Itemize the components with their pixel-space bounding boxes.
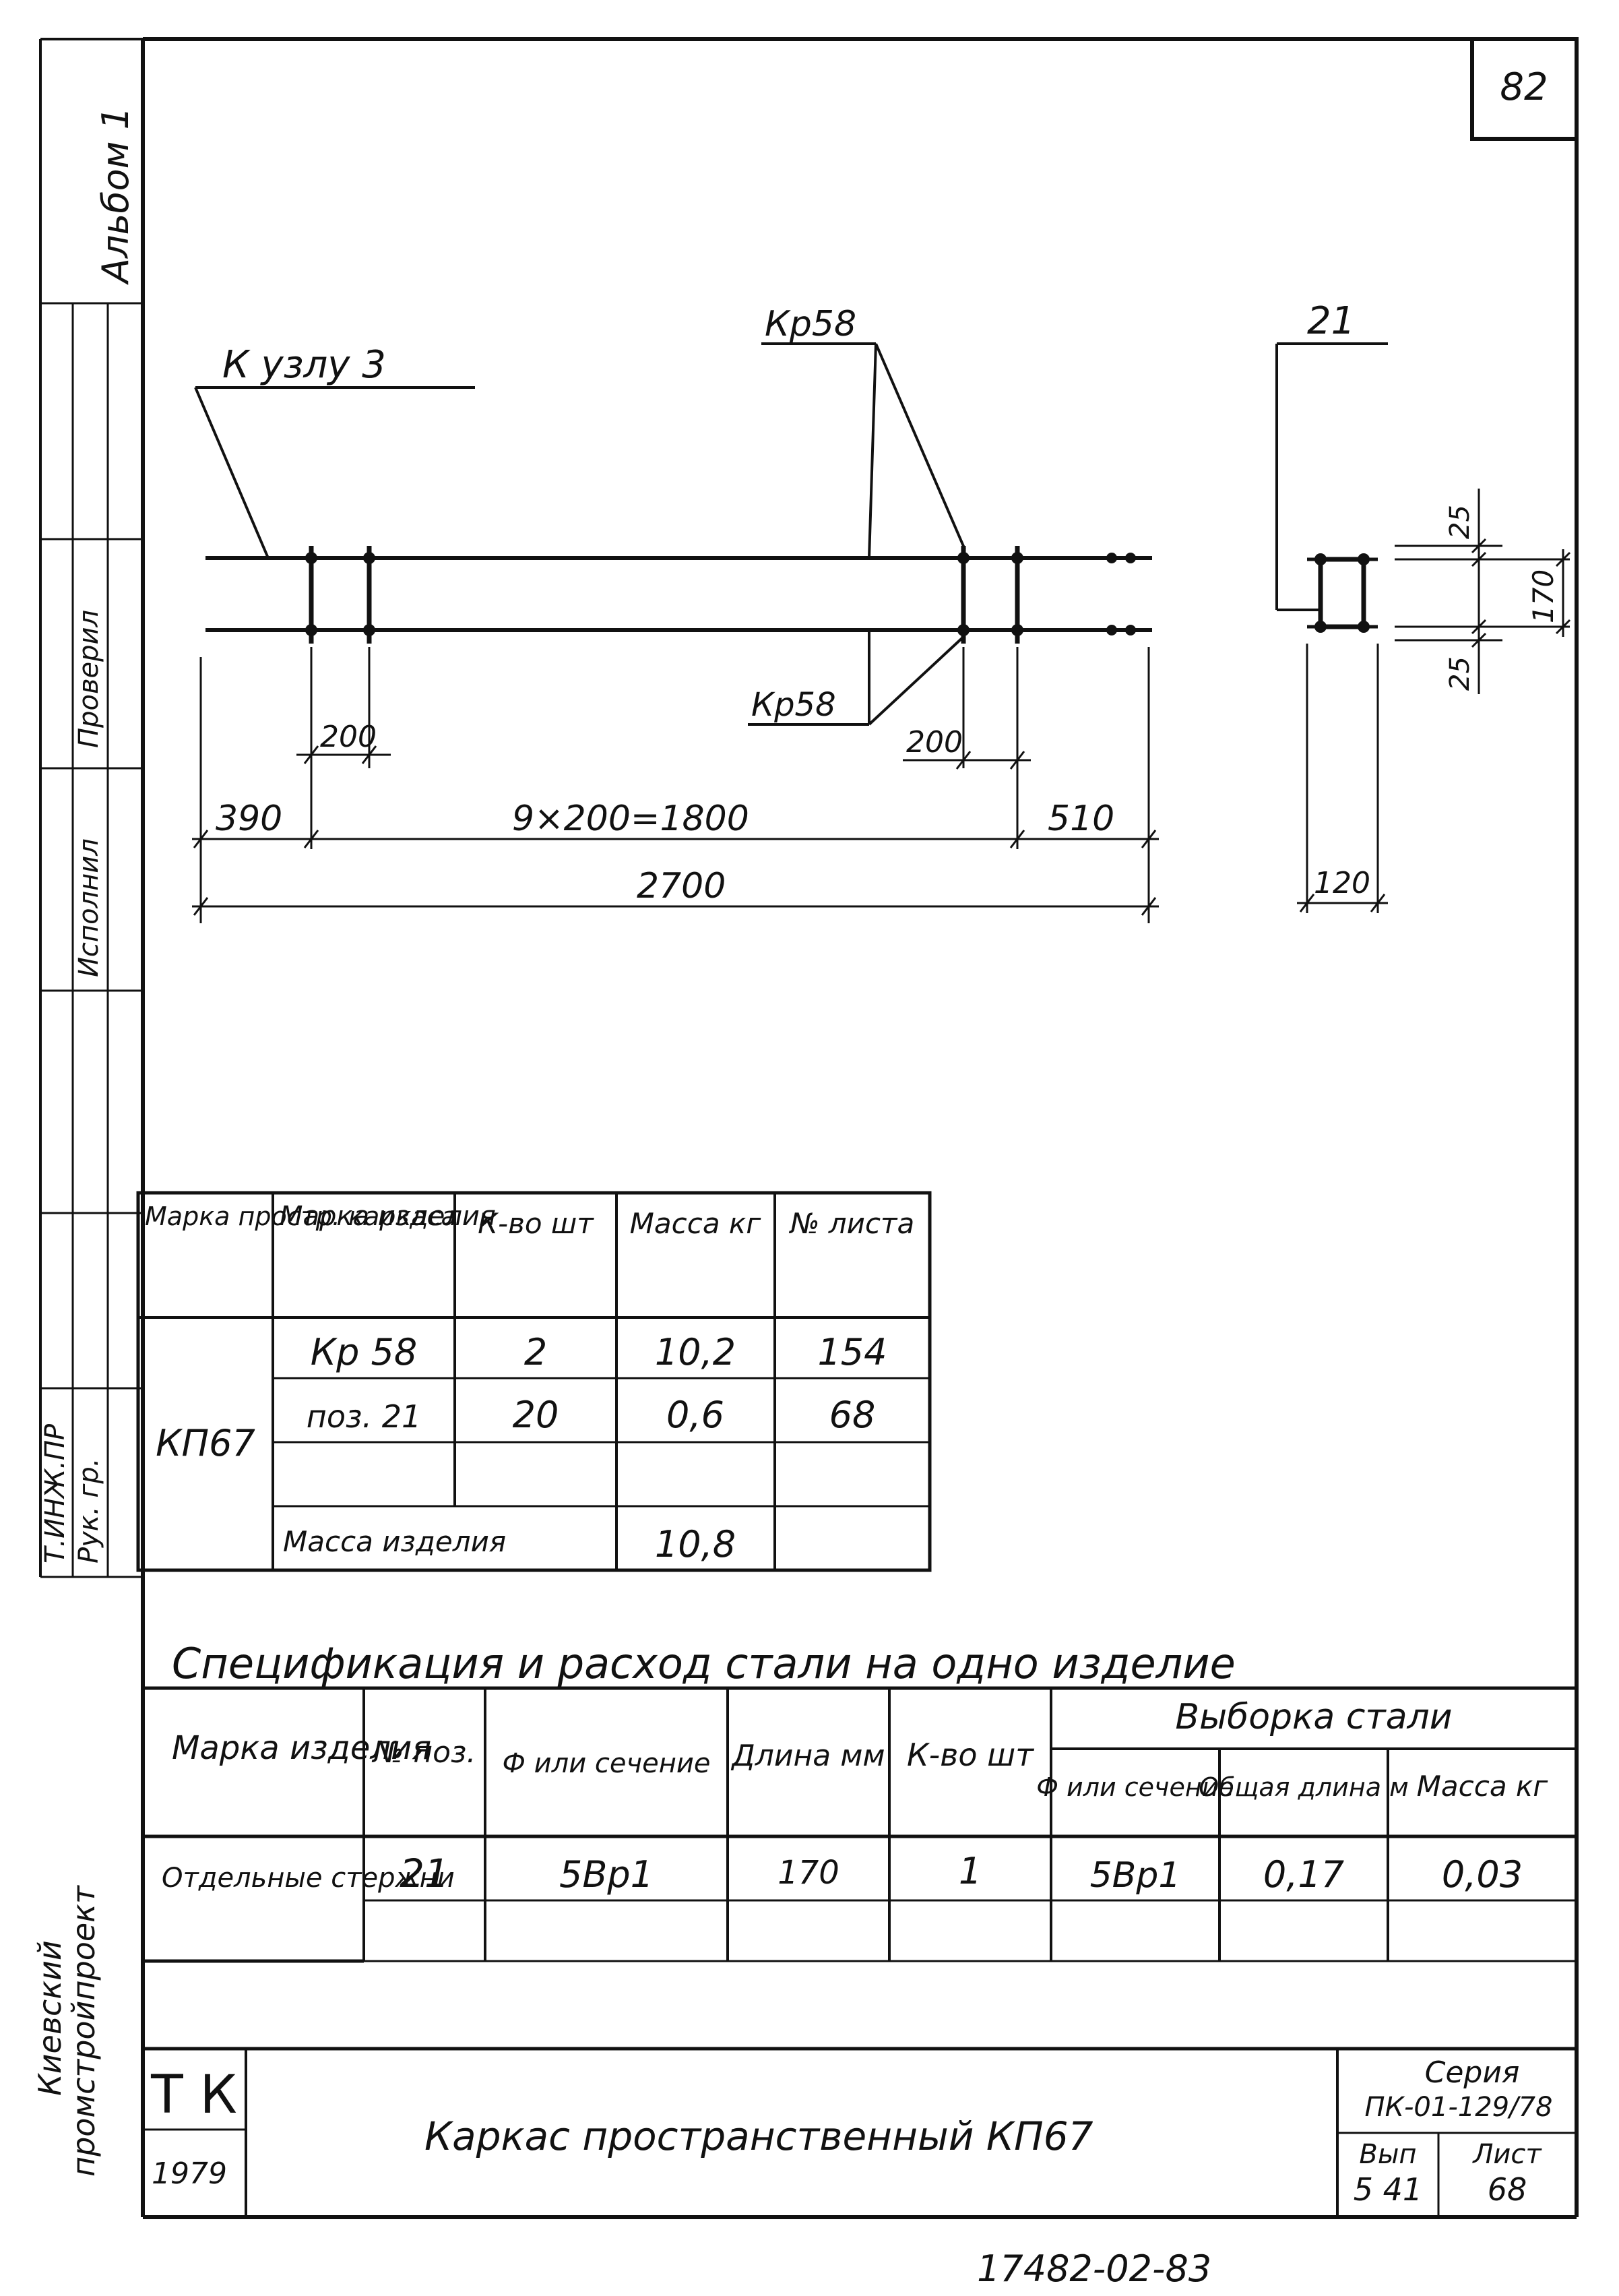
spec-header-length: Длина мм: [730, 1739, 885, 1773]
spec-row-mark: Отдельные стержни: [162, 1863, 455, 1894]
dim-200-left: 200: [320, 720, 377, 754]
title-code: Т К: [150, 2065, 237, 2126]
issue-value: 5 41: [1354, 2171, 1422, 2208]
parts-total-label: Масса изделия: [283, 1525, 506, 1558]
dim-170: 170: [1527, 569, 1560, 623]
spec-header-qty: К-во шт: [907, 1737, 1034, 1773]
spec-header-total-length: Общая длина м: [1199, 1772, 1409, 1802]
parts-frame-mark: КП67: [156, 1422, 255, 1464]
parts-header-sheet: № листа: [789, 1207, 914, 1240]
spec-title: Спецификация и расход стали на одно изде…: [172, 1639, 1236, 1688]
parts-row1-qty: 2: [524, 1331, 547, 1373]
title-block: [143, 2047, 1577, 2217]
dim-25-bottom: 25: [1445, 656, 1475, 691]
org-line-1: Киевский: [32, 1940, 68, 2096]
callout-node-label: К узлу 3: [222, 343, 386, 387]
stamp-line-2: Рук. гр.: [73, 1458, 104, 1563]
spec-row-mass: 0,03: [1442, 1853, 1523, 1896]
sheet-value: 68: [1488, 2171, 1527, 2208]
dim-25-top: 25: [1445, 505, 1475, 539]
dim-200-right: 200: [906, 725, 963, 759]
callout-kr58-bottom: Кр58: [751, 686, 836, 724]
dim-mid: 9×200=1800: [512, 799, 749, 839]
spec-row-length: 170: [777, 1854, 839, 1892]
section-label: 21: [1307, 299, 1355, 343]
spec-header-pos: № поз.: [371, 1735, 476, 1770]
parts-header-frame-mark: Марка простр. каркаса: [145, 1202, 457, 1231]
parts-row1-sheet: 154: [817, 1331, 887, 1373]
parts-row2-item: поз. 21: [307, 1398, 421, 1435]
title-year: 1979: [152, 2157, 227, 2191]
bottom-number: 17482-02-83: [977, 2247, 1211, 2290]
sheet-frame: [39, 37, 1579, 2219]
spec-header-sample-group: Выборка стали: [1175, 1697, 1452, 1737]
spec-row-pos: 21: [400, 1851, 449, 1896]
dim-390: 390: [216, 799, 282, 839]
spec-row-sample-section: 5Вр1: [1090, 1855, 1181, 1896]
title-name: Каркас пространственный КП67: [424, 2113, 1093, 2159]
parts-header-qty: К-во шт: [478, 1207, 594, 1240]
dim-120: 120: [1314, 866, 1370, 900]
parts-total-value: 10,8: [655, 1523, 736, 1565]
spec-row-total-length: 0,17: [1263, 1853, 1344, 1896]
parts-row2-qty: 20: [513, 1394, 559, 1436]
dim-510: 510: [1048, 799, 1114, 839]
dim-total: 2700: [637, 866, 726, 906]
spec-header-mass: Масса кг: [1417, 1770, 1549, 1803]
sheet-corner-number: 82: [1500, 65, 1548, 109]
parts-table: [136, 1191, 932, 1572]
series-value: ПК-01-129/78: [1365, 2092, 1553, 2123]
callout-kr58-top: Кр58: [765, 304, 856, 344]
cross-section: [1275, 342, 1571, 913]
stamp-line-1: Т.ИНЖ.ПР: [40, 1423, 71, 1563]
stamp-line-4: Исполнил: [73, 838, 104, 977]
frame-elevation: [192, 342, 1159, 923]
series-label: Серия: [1425, 2055, 1520, 2090]
org-line-2: промстройпроект: [65, 1885, 102, 2177]
parts-row1-mass: 10,2: [655, 1331, 736, 1373]
spec-row-qty: 1: [959, 1850, 982, 1892]
spec-row-section: 5Вр1: [559, 1853, 654, 1896]
parts-row2-sheet: 68: [829, 1394, 876, 1436]
spec-header-sample-section: Ф или сечение: [1036, 1772, 1234, 1802]
parts-row1-item: Кр 58: [311, 1331, 418, 1373]
stamp-line-3: Проверил: [73, 610, 104, 748]
issue-label: Вып: [1359, 2139, 1416, 2170]
parts-row2-mass: 0,6: [666, 1394, 724, 1436]
sheet-label: Лист: [1471, 2139, 1542, 2170]
spec-header-section: Ф или сечение: [502, 1748, 710, 1779]
spec-header-mark: Марка изделия: [172, 1729, 431, 1767]
parts-header-mass: Масса кг: [630, 1207, 762, 1240]
album-label: Альбом 1: [94, 106, 137, 285]
parts-header-item-mark: Марка изделия: [280, 1201, 496, 1232]
